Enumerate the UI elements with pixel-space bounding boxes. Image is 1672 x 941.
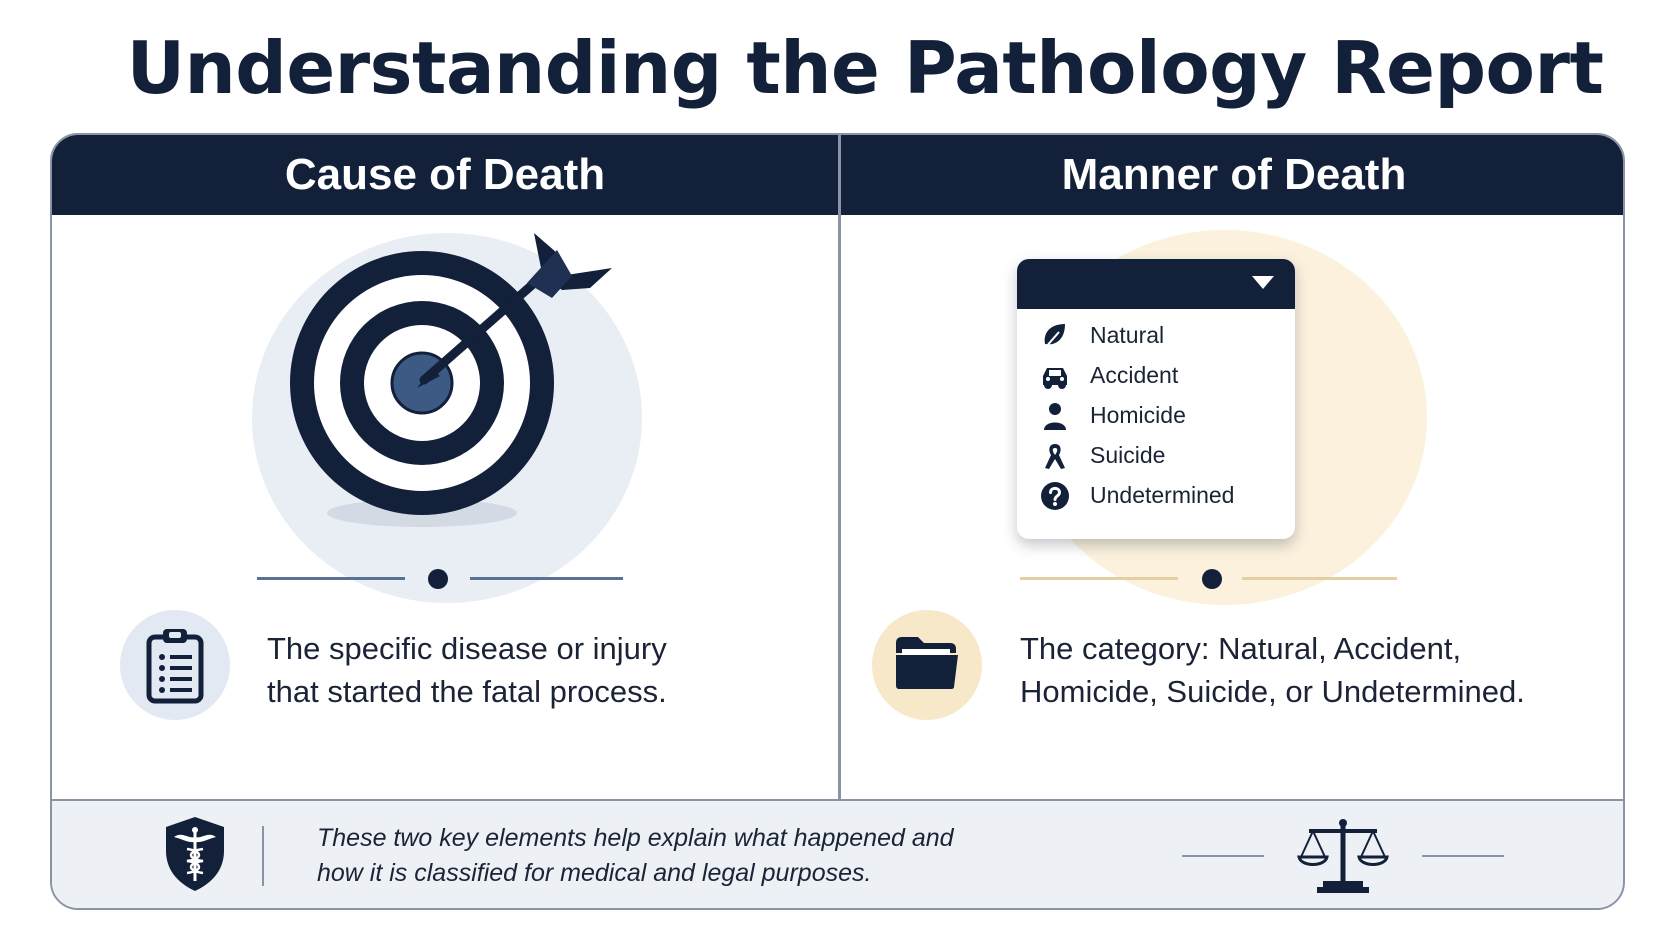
footer-divider xyxy=(262,826,264,886)
footer-note-line2: how it is classified for medical and leg… xyxy=(317,859,872,887)
person-icon xyxy=(1044,403,1066,430)
page-title: Understanding the Pathology Report xyxy=(126,26,1604,110)
dropdown-option-natural[interactable]: Natural xyxy=(1017,314,1295,357)
footer-bar: These two key elements help explain what… xyxy=(52,799,1623,908)
cause-description: The specific disease or injury that star… xyxy=(267,627,667,713)
manner-description-line1: The category: Natural, Accident, xyxy=(1020,631,1462,666)
right-separator-line-a xyxy=(1020,577,1178,580)
target-with-arrow-icon xyxy=(290,233,612,527)
manner-of-death-heading: Manner of Death xyxy=(841,135,1623,215)
left-separator-line-a xyxy=(257,577,405,580)
right-separator-dot xyxy=(1202,569,1222,589)
dropdown-option-accident[interactable]: Accident xyxy=(1017,354,1295,397)
dropdown-option-homicide[interactable]: Homicide xyxy=(1017,394,1295,437)
folder-icon xyxy=(896,637,958,689)
dropdown-option-label: Accident xyxy=(1090,362,1179,388)
dropdown-header[interactable] xyxy=(1017,259,1295,309)
footer-note-line1: These two key elements help explain what… xyxy=(317,824,954,852)
awareness-ribbon-icon xyxy=(1045,444,1065,469)
dropdown-option-label: Natural xyxy=(1090,322,1165,348)
scales-line-right xyxy=(1422,855,1504,857)
dropdown-option-suicide[interactable]: Suicide xyxy=(1017,434,1295,477)
manner-description: The category: Natural, Accident, Homicid… xyxy=(1020,627,1525,713)
cause-description-line1: The specific disease or injury xyxy=(267,631,667,666)
dropdown-option-label: Undetermined xyxy=(1090,482,1235,508)
dropdown-option-label: Suicide xyxy=(1090,442,1166,468)
left-separator-line-b xyxy=(470,577,623,580)
manner-dropdown[interactable]: Natural Accident Homicide Suicide xyxy=(1017,259,1295,539)
dropdown-option-undetermined[interactable]: Undetermined xyxy=(1017,474,1295,517)
left-separator-dot xyxy=(428,569,448,589)
scales-of-justice-icon xyxy=(1297,819,1389,893)
right-separator-line-b xyxy=(1242,577,1397,580)
manner-description-line2: Homicide, Suicide, or Undetermined. xyxy=(1020,674,1525,709)
leaf-icon xyxy=(1044,324,1065,349)
chevron-down-icon[interactable] xyxy=(1251,275,1275,291)
scales-line-left xyxy=(1182,855,1264,857)
question-icon xyxy=(1041,482,1069,510)
caduceus-shield-icon xyxy=(166,817,224,891)
clipboard-icon xyxy=(146,629,204,704)
cause-of-death-heading: Cause of Death xyxy=(52,135,838,215)
report-card: Cause of Death Manner of Death The speci… xyxy=(50,133,1625,910)
footer-note: These two key elements help explain what… xyxy=(317,821,954,891)
panel-divider xyxy=(838,135,841,799)
dropdown-option-label: Homicide xyxy=(1090,402,1186,428)
cause-description-line2: that started the fatal process. xyxy=(267,674,667,709)
car-icon xyxy=(1043,368,1067,389)
